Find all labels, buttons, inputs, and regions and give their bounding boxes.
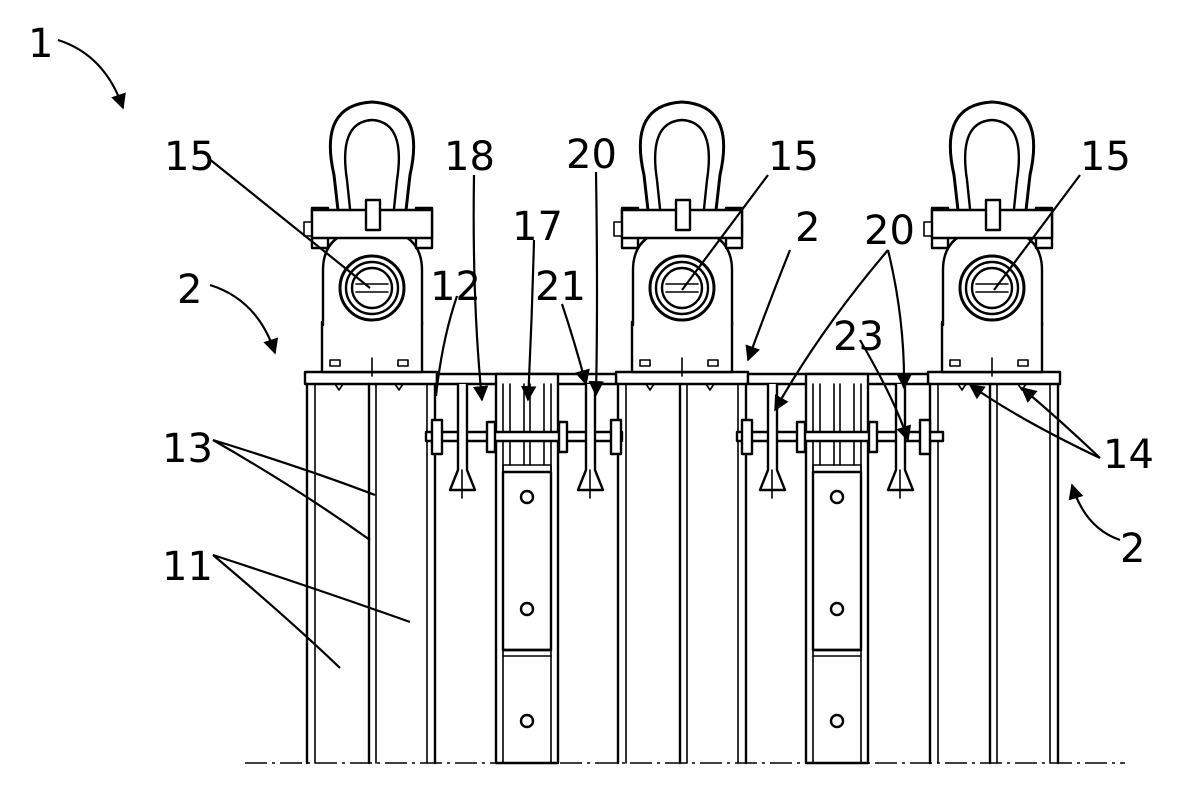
label-13: 13 [162, 426, 213, 472]
plates-left [305, 382, 437, 765]
label-14: 14 [1103, 432, 1154, 478]
leader-lines [57, 38, 1121, 669]
label-20-a: 20 [566, 132, 617, 178]
label-15-left: 15 [164, 134, 215, 180]
connector-right [735, 372, 945, 765]
label-11: 11 [162, 544, 213, 590]
label-20-b: 20 [864, 208, 915, 254]
label-17: 17 [512, 204, 563, 250]
label-15-right: 15 [1080, 134, 1131, 180]
bearing-right [958, 254, 1026, 322]
plates-mid [616, 382, 748, 765]
module-right [923, 100, 1062, 765]
label-23: 23 [833, 314, 884, 360]
plates-right [928, 382, 1060, 765]
shackle-right [948, 100, 1036, 230]
reference-numerals: 1 2 2 2 11 12 13 14 15 15 15 17 18 20 20… [28, 21, 1154, 590]
label-21: 21 [535, 264, 586, 310]
label-2-mid: 2 [795, 205, 820, 251]
bearing-mid [648, 254, 716, 322]
connector-left [424, 372, 624, 765]
bearing-left [338, 254, 406, 322]
label-18: 18 [444, 134, 495, 180]
shackle-mid [638, 100, 726, 230]
label-2-left: 2 [177, 267, 202, 313]
module-left [303, 100, 439, 765]
label-1: 1 [28, 21, 53, 67]
label-2-right: 2 [1120, 526, 1145, 572]
module-mid [613, 100, 750, 765]
label-15-mid: 15 [768, 134, 819, 180]
label-12: 12 [430, 264, 481, 310]
shackle-left [328, 100, 416, 230]
